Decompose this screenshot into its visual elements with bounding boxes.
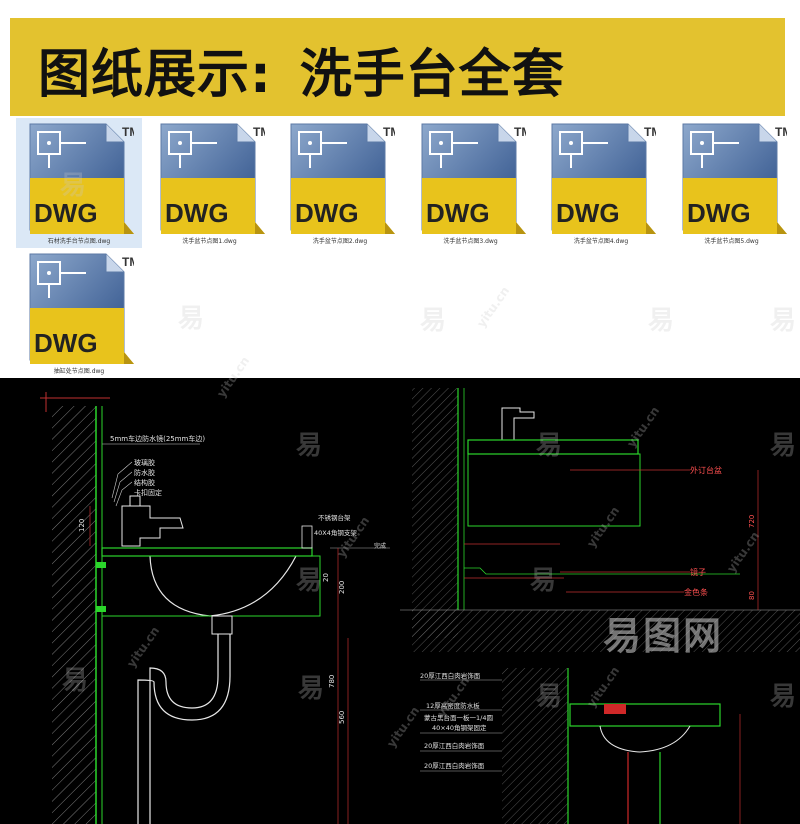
- label-glue: 结构胶: [134, 478, 155, 487]
- file-name: 抽缸处节点图.dwg: [53, 368, 105, 375]
- floor-slab-hatch: [412, 610, 800, 652]
- file-name: 石材洗手台节点图.dwg: [47, 238, 111, 245]
- label-sealant: 玻璃胶: [134, 458, 155, 467]
- right-detail-lower: 20厚江西白肉岩饰面 12厚高密度防水板 蒙古黑台面一板一1/4圆 40×40角…: [420, 668, 741, 824]
- vanity-frame: [101, 555, 321, 617]
- lower-basin: [599, 725, 691, 753]
- label-silicone: 防水胶: [134, 468, 155, 477]
- label-stone-c: 20厚江西白肉岩饰面: [424, 741, 485, 750]
- svg-text:TM: TM: [253, 125, 265, 139]
- label-board: 12厚高密度防水板: [426, 701, 480, 710]
- svg-text:TM: TM: [122, 255, 134, 269]
- file-name: 洗手盆节点图3.dwg: [443, 238, 498, 245]
- cad-drawing: 5mm车边防水镜(25mm车边) 玻璃胶 防水胶 结构胶 卡扣固定 不锈钢台架 …: [40, 388, 800, 824]
- banner-title: 图纸展示: 洗手台全套: [38, 32, 565, 107]
- dim-200: 200: [338, 581, 346, 594]
- label-floor-mark: 完成: [374, 542, 386, 550]
- label-gold: 金色条: [684, 587, 708, 597]
- file-name: 洗手盆节点图5.dwg: [704, 238, 759, 245]
- banner-title-part2: 洗手台全套: [299, 45, 565, 105]
- label-stone-d: 20厚江西白肉岩饰面: [424, 761, 485, 770]
- base-profile: [464, 567, 740, 575]
- svg-text:DWG: DWG: [426, 198, 490, 228]
- faucet-outline: [121, 505, 184, 547]
- leader-4: [115, 481, 133, 507]
- right-detail-upper: 外订台盆 镜子 金色条 720 80: [400, 388, 800, 652]
- label-waterproof: 5mm车边防水镜(25mm车边): [110, 434, 205, 443]
- p-trap-inner: [149, 634, 219, 824]
- right-faucet: [501, 407, 535, 441]
- svg-text:DWG: DWG: [34, 328, 98, 358]
- svg-text:TM: TM: [514, 125, 526, 139]
- label-stone-a: 20厚江西白肉岩饰面: [420, 671, 481, 680]
- svg-text:DWG: DWG: [165, 198, 229, 228]
- label-mirror: 镜子: [690, 567, 706, 577]
- title-banner: 图纸展示: 洗手台全套: [10, 18, 785, 116]
- banner-title-part1: 图纸展示:: [38, 45, 272, 105]
- basin-bowl: [149, 555, 297, 617]
- dwg-file-icon: DWG TM: [29, 253, 134, 364]
- dim-720: 720: [748, 515, 756, 528]
- lower-wall-hatch: [502, 668, 568, 824]
- svg-text:DWG: DWG: [556, 198, 620, 228]
- svg-text:TM: TM: [775, 125, 787, 139]
- dwg-file-icon: DWG TM: [29, 123, 134, 234]
- lower-red-fitting: [604, 704, 626, 714]
- file-item[interactable]: DWG TM 洗手盆节点图3.dwg: [408, 118, 534, 248]
- label-wall-fixing: 卡扣固定: [134, 488, 162, 497]
- svg-text:DWG: DWG: [295, 198, 359, 228]
- dwg-file-icon: DWG TM: [290, 123, 395, 234]
- anchor-bolt-upper: [96, 562, 106, 568]
- dim-120: 120: [78, 519, 86, 532]
- file-item[interactable]: DWG TM 洗手盆节点图5.dwg: [669, 118, 795, 248]
- dim-560: 560: [338, 711, 346, 724]
- brand-watermark: 易图网: [603, 614, 724, 658]
- file-name: 洗手盆节点图4.dwg: [573, 238, 629, 245]
- right-wall-hatch-upper: [412, 388, 458, 638]
- right-countertop: [467, 439, 639, 455]
- end-bracket: [301, 525, 313, 549]
- cad-drawing-panel: 5mm车边防水镜(25mm车边) 玻璃胶 防水胶 结构胶 卡扣固定 不锈钢台架 …: [0, 378, 800, 824]
- label-steel-frame: 不锈钢台架: [318, 513, 351, 522]
- dim-80: 80: [748, 591, 756, 600]
- file-item[interactable]: DWG TM 洗手盆节点图4.dwg: [538, 118, 664, 248]
- file-item[interactable]: DWG TM 洗手盆节点图2.dwg: [277, 118, 403, 248]
- left-detail: 5mm车边防水镜(25mm车边) 玻璃胶 防水胶 结构胶 卡扣固定 不锈钢台架 …: [40, 392, 390, 824]
- dim-20: 20: [322, 573, 330, 582]
- label-steel-bracket: 40X4角钢支架: [314, 528, 357, 537]
- leader-3: [113, 471, 133, 503]
- label-angle: 40×40角钢架固定: [432, 723, 487, 732]
- dwg-file-icon: DWG TM: [682, 123, 787, 234]
- label-counter: 外订台盆: [690, 465, 722, 475]
- anchor-bolt-lower: [96, 606, 106, 612]
- file-name: 洗手盆节点图2.dwg: [312, 238, 368, 245]
- right-vanity-box: [467, 453, 641, 527]
- dim-780: 780: [328, 675, 336, 688]
- leader-2: [111, 461, 133, 499]
- faucet-handle: [129, 495, 141, 507]
- svg-text:TM: TM: [383, 125, 395, 139]
- lower-countertop: [569, 703, 721, 727]
- dwg-file-icon: DWG TM: [160, 123, 265, 234]
- svg-text:DWG: DWG: [687, 198, 751, 228]
- svg-text:TM: TM: [122, 125, 134, 139]
- dwg-file-icon: DWG TM: [551, 123, 656, 234]
- file-item[interactable]: DWG TM 石材洗手台节点图.dwg: [16, 118, 142, 248]
- countertop-slab: [101, 547, 313, 557]
- file-grid: DWGTM石材洗手台节点图.dwgDWGTM洗手盆节点图1.dwgDWGTM洗手…: [14, 116, 800, 378]
- svg-text:DWG: DWG: [34, 198, 98, 228]
- svg-text:TM: TM: [644, 125, 656, 139]
- dwg-file-icon: DWG TM: [421, 123, 526, 234]
- file-item[interactable]: DWG TM 抽缸处节点图.dwg: [16, 248, 142, 378]
- drain-fitting: [211, 615, 233, 635]
- p-trap-outer: [137, 634, 231, 824]
- file-item[interactable]: DWG TM 洗手盆节点图1.dwg: [147, 118, 273, 248]
- left-wall-hatch: [52, 406, 96, 824]
- file-name: 洗手盆节点图1.dwg: [182, 238, 237, 245]
- label-stone-b: 蒙古黑台面一板一1/4圆: [424, 713, 493, 722]
